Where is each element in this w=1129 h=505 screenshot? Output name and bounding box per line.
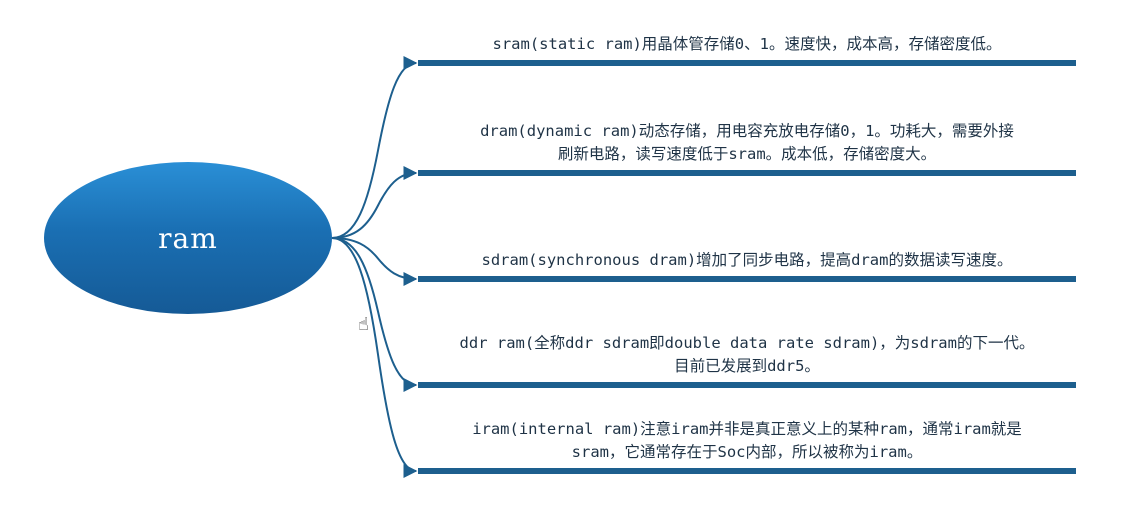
branch-iram[interactable]: iram(internal ram)注意iram并非是真正意义上的某种ram，通… [418, 402, 1076, 474]
root-label: ram [158, 221, 218, 255]
connector-arrow-1 [331, 166, 418, 239]
connector-arrow-4 [331, 237, 418, 478]
branch-sram[interactable]: sram(static ram)用晶体管存储0、1。速度快，成本高，存储密度低。 [418, 20, 1076, 66]
branch-bar [418, 468, 1076, 474]
branch-text: dram(dynamic ram)动态存储，用电容充放电存储0，1。功耗大，需要… [480, 122, 1014, 163]
branch-sdram[interactable]: sdram(synchronous dram)增加了同步电路，提高dram的数据… [418, 234, 1076, 282]
branch-ddr-ram[interactable]: ddr ram(全称ddr sdram即double data rate sdr… [418, 316, 1076, 388]
branch-bar [418, 170, 1076, 176]
connector-arrow-2 [331, 237, 418, 286]
branch-dram[interactable]: dram(dynamic ram)动态存储，用电容充放电存储0，1。功耗大，需要… [418, 108, 1076, 176]
branch-text: sram(static ram)用晶体管存储0、1。速度快，成本高，存储密度低。 [492, 35, 1002, 53]
connector-arrow-0 [331, 56, 418, 239]
root-node[interactable]: ram [44, 162, 332, 314]
branch-bar [418, 382, 1076, 388]
branch-bar [418, 60, 1076, 66]
hand-pointer-icon: ☝ [358, 314, 369, 335]
branch-text: iram(internal ram)注意iram并非是真正意义上的某种ram，通… [472, 420, 1022, 461]
connector-arrow-3 [331, 237, 418, 392]
branch-text: sdram(synchronous dram)增加了同步电路，提高dram的数据… [481, 251, 1013, 269]
branch-text: ddr ram(全称ddr sdram即double data rate sdr… [459, 334, 1035, 375]
branch-bar [418, 276, 1076, 282]
